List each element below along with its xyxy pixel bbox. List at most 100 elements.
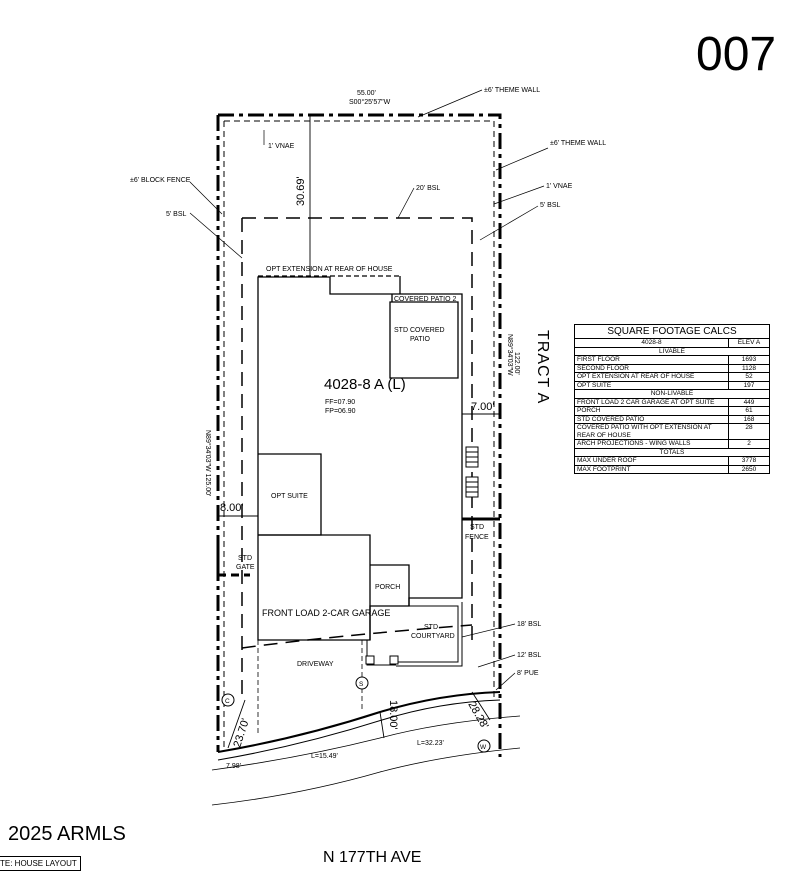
right-bearing-label: N89°34'03"W (506, 334, 514, 376)
theme-wall-right-callout: ±6' THEME WALL (550, 140, 606, 147)
lot-number: 007 (696, 28, 776, 81)
block-fence-callout: ±6' BLOCK FENCE (130, 177, 191, 184)
vnae-line (223, 120, 495, 748)
covered-patio-2-label: COVERED PATIO 2 (394, 296, 456, 303)
svg-text:S: S (359, 681, 364, 688)
front-mid-dim: 18.00' (387, 700, 399, 730)
std-fence-label-2: FENCE (465, 534, 489, 541)
bsl-front-callout: 18' BSL (517, 621, 541, 628)
dimension-lines (218, 115, 500, 749)
row-value: 61 (728, 406, 770, 416)
street-name: N 177TH AVE (323, 849, 421, 866)
std-gate-label: STD (238, 555, 252, 562)
row-value: 168 (728, 414, 770, 424)
svg-text:W: W (480, 744, 487, 751)
table-section-header: NON-LIVABLE (574, 389, 770, 399)
row-label: ARCH PROJECTIONS - WING WALLS (574, 439, 729, 449)
opt-extension-label: OPT EXTENSION AT REAR OF HOUSE (266, 266, 393, 273)
theme-wall-top-callout: ±6' THEME WALL (484, 87, 540, 94)
left-bearing-label: N89°34'03"W 125.00' (204, 430, 212, 496)
row-label: SECOND FLOOR (574, 363, 729, 373)
row-label: MAX UNDER ROOF (574, 456, 729, 466)
ff-label: FF=07.90 (325, 399, 355, 406)
row-value: 449 (728, 397, 770, 407)
marker-c: C (221, 693, 235, 707)
pue-callout: 8' PUE (517, 670, 539, 677)
vnae-right-callout: 1' VNAE (546, 183, 573, 190)
square-footage-table: SQUARE FOOTAGE CALCS 4028-8 ELEV A LIVAB… (574, 324, 770, 474)
driveway (257, 640, 363, 733)
table-section-header: TOTALS (574, 447, 770, 457)
footer-label: TE: HOUSE LAYOUT (0, 856, 81, 871)
driveway-label: DRIVEWAY (297, 661, 334, 668)
model-label: 4028-8 A (L) (324, 376, 406, 393)
row-value: 1693 (728, 355, 770, 365)
bsl-left-callout: 5' BSL (166, 211, 187, 218)
row-label: OPT SUITE (574, 380, 729, 390)
std-covered-patio-label-2: PATIO (410, 336, 431, 343)
street-lines (211, 715, 521, 806)
row-value: 52 (728, 372, 770, 382)
row-label: MAX FOOTPRINT (574, 464, 729, 474)
courtyard-label-2: COURTYARD (411, 633, 455, 640)
front-left-dim: 23.70' (231, 717, 252, 749)
courtyard-wall (366, 602, 463, 667)
std-fence-label: STD (470, 524, 484, 531)
marker-w: W (477, 739, 491, 753)
arc-right-label: L=32.23' (417, 740, 444, 747)
bsl-right-callout: 5' BSL (540, 202, 561, 209)
row-value: 197 (728, 380, 770, 390)
vnae-top-callout: 1' VNAE (268, 143, 295, 150)
table-title: SQUARE FOOTAGE CALCS (574, 324, 770, 339)
bsl-rear-callout: 20' BSL (416, 185, 440, 192)
porch-label: PORCH (375, 584, 400, 591)
row-label: FIRST FLOOR (574, 355, 729, 365)
setback-line (241, 217, 473, 700)
garage-label: FRONT LOAD 2-CAR GARAGE (262, 608, 390, 618)
row-value: 2 (728, 439, 770, 449)
row-label: OPT EXTENSION AT REAR OF HOUSE (574, 372, 729, 382)
fp-label: FP=06.90 (325, 408, 356, 415)
row-label: FRONT LOAD 2 CAR GARAGE AT OPT SUITE (574, 397, 729, 407)
top-bearing-label: S00°25'57"W (349, 98, 391, 106)
table-plan: 4028-8 (574, 338, 729, 348)
right-distance-label: 122.00' (513, 352, 520, 375)
std-covered-patio-label: STD COVERED (394, 327, 445, 334)
lot-boundary (216, 113, 502, 761)
leader-lines (189, 89, 549, 691)
bsl-front2-callout: 12' BSL (517, 652, 541, 659)
row-value: 28 (728, 423, 770, 440)
top-distance-label: 55.00' (357, 90, 376, 97)
tract-label: TRACT A (534, 330, 551, 404)
courtyard-label: STD (424, 624, 438, 631)
row-label: STD COVERED PATIO (574, 414, 729, 424)
row-label: PORCH (574, 406, 729, 416)
corner-left-label: 7.98' (226, 763, 241, 770)
table-section-header: LIVABLE (574, 346, 770, 356)
house-footprint (257, 275, 463, 641)
fence (216, 517, 500, 580)
utility-boxes (365, 446, 479, 665)
table-row: COVERED PATIO WITH OPT EXTENSION AT REAR… (574, 423, 770, 440)
row-value: 1128 (728, 363, 770, 373)
std-gate-label-2: GATE (236, 564, 255, 571)
table-elev: ELEV A (728, 338, 770, 348)
rear-setback-dim: 30.69' (295, 176, 307, 206)
opt-suite-label: OPT SUITE (271, 493, 308, 500)
row-value: 3778 (728, 456, 770, 466)
side-right-dim: 7.00' (471, 401, 495, 413)
marker-s: S (355, 676, 369, 690)
row-label: COVERED PATIO WITH OPT EXTENSION AT REAR… (574, 423, 729, 440)
svg-text:C: C (225, 698, 230, 705)
